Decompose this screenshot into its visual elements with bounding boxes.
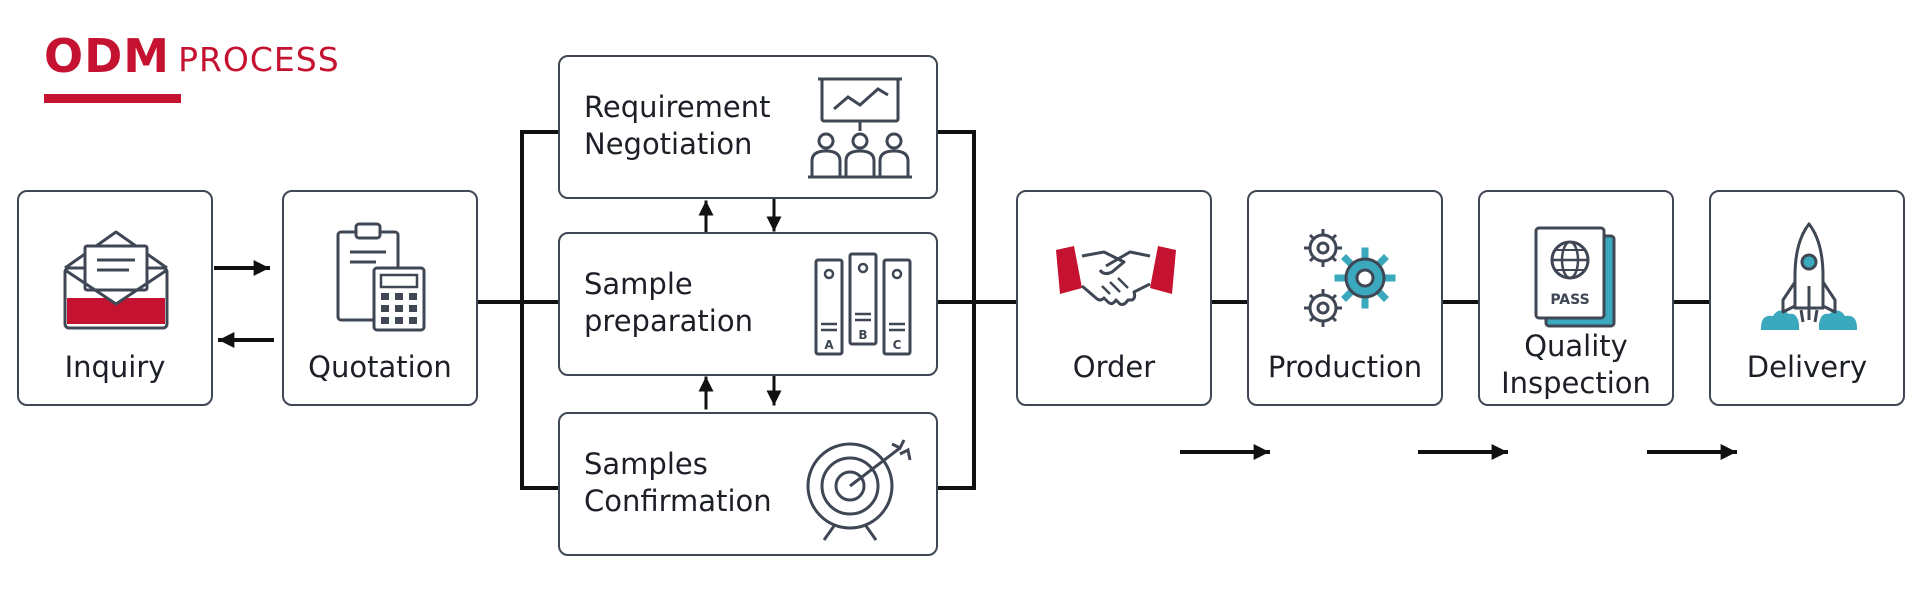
step-requirement-negotiation: Requirement Negotiation: [558, 55, 938, 199]
brand-main: ODM: [44, 29, 171, 83]
rocket-icon: [1761, 222, 1857, 330]
step-label: Quality Inspection: [1501, 329, 1651, 400]
binder-letter-a: A: [824, 338, 834, 352]
presentation-audience-icon: [808, 77, 912, 179]
step-label: Samples Confirmation: [584, 447, 772, 518]
right-bracket: [936, 130, 976, 490]
handshake-icon: [1056, 246, 1176, 306]
step-quotation: Quotation: [282, 190, 478, 406]
step-order: Order: [1016, 190, 1212, 406]
clipboard-calculator-icon: [336, 222, 426, 332]
step-sample-preparation: Sample preparation A B C: [558, 232, 938, 376]
binder-letter-c: C: [893, 338, 902, 352]
passport-text: PASS: [1550, 292, 1589, 308]
step-label: Sample preparation: [584, 267, 753, 338]
step-inquiry: Inquiry: [17, 190, 213, 406]
step-production: Production: [1247, 190, 1443, 406]
step-delivery: Delivery: [1709, 190, 1905, 406]
step-label: Quotation: [308, 350, 452, 384]
step-label: Requirement Negotiation: [584, 90, 771, 161]
target-arrow-icon: [806, 439, 912, 541]
binder-letter-b: B: [858, 328, 867, 342]
step-samples-confirmation: Samples Confirmation: [558, 412, 938, 556]
brand-sub: PROCESS: [178, 40, 340, 79]
step-label: Order: [1072, 350, 1156, 384]
step-label: Production: [1267, 350, 1423, 384]
binders-icon: A B C: [814, 252, 912, 356]
step-label: Inquiry: [64, 350, 166, 384]
brand-underline: [44, 94, 181, 103]
envelope-icon: [63, 230, 169, 330]
step-label: Delivery: [1746, 350, 1868, 384]
step-quality-inspection: PASS Quality Inspection: [1478, 190, 1674, 406]
passport-icon: PASS: [1534, 226, 1616, 328]
left-bracket: [520, 130, 560, 490]
gears-icon: [1304, 229, 1396, 327]
